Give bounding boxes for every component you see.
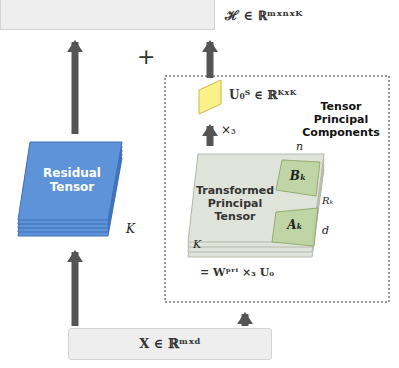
transformed-tensor-stack: Transformed Principal TensorBₖAₖ <box>186 148 326 260</box>
input-box: X ∈ ℝᵐˣᵈ <box>68 328 272 360</box>
u0-parallelogram <box>199 80 221 114</box>
edge-label: ×₃ <box>220 123 237 137</box>
output-tensor-box: ℋ ∈ ℝᵐˣⁿˣᴷ <box>0 0 215 30</box>
node-text: Bₖ <box>276 169 320 183</box>
dimension-label: K <box>126 222 135 236</box>
dimension-label: n <box>296 140 303 153</box>
dashed-region-outline <box>165 76 389 302</box>
node-text: Aₖ <box>272 218 318 232</box>
node-text: Tensor Principal Components <box>299 100 383 139</box>
dimension-label: K <box>193 238 201 251</box>
flow-arrow <box>207 42 214 78</box>
principal-components-region: Tensor Principal ComponentsU₀ᵀ ∈ ℝᴷˣᴷTra… <box>165 76 389 302</box>
node-text: Transformed Principal Tensor <box>192 184 278 223</box>
node-text: U₀ᵀ ∈ ℝᴷˣᴷ <box>229 88 296 102</box>
ak-shape <box>272 208 318 246</box>
formula-label: = Wᵖʳⁱ ×₃ U₀ <box>200 266 274 279</box>
node-text: Residual Tensor <box>30 166 114 194</box>
tensor-slice <box>18 142 122 220</box>
dimension-label: d <box>322 224 329 237</box>
flow-arrow <box>207 126 214 146</box>
u0-matrix: U₀ᵀ ∈ ℝᴷˣᴷ <box>197 80 223 114</box>
flow-arrow <box>242 314 249 326</box>
bk-block: Bₖ <box>276 160 320 196</box>
u0-matrix-shape <box>197 80 223 114</box>
bk-shape <box>276 160 320 196</box>
rank-label: Rₖ <box>322 195 333 206</box>
flow-arrow <box>72 42 79 134</box>
node-text: X ∈ ℝᵐˣᵈ <box>69 336 271 351</box>
flow-arrow <box>72 252 79 326</box>
node-text: ℋ ∈ ℝᵐˣⁿˣᴷ <box>225 6 302 24</box>
residual-tensor-stack: Residual Tensor <box>16 136 124 240</box>
ak-block: Aₖ <box>272 208 318 246</box>
sum-symbol: + <box>137 44 155 69</box>
